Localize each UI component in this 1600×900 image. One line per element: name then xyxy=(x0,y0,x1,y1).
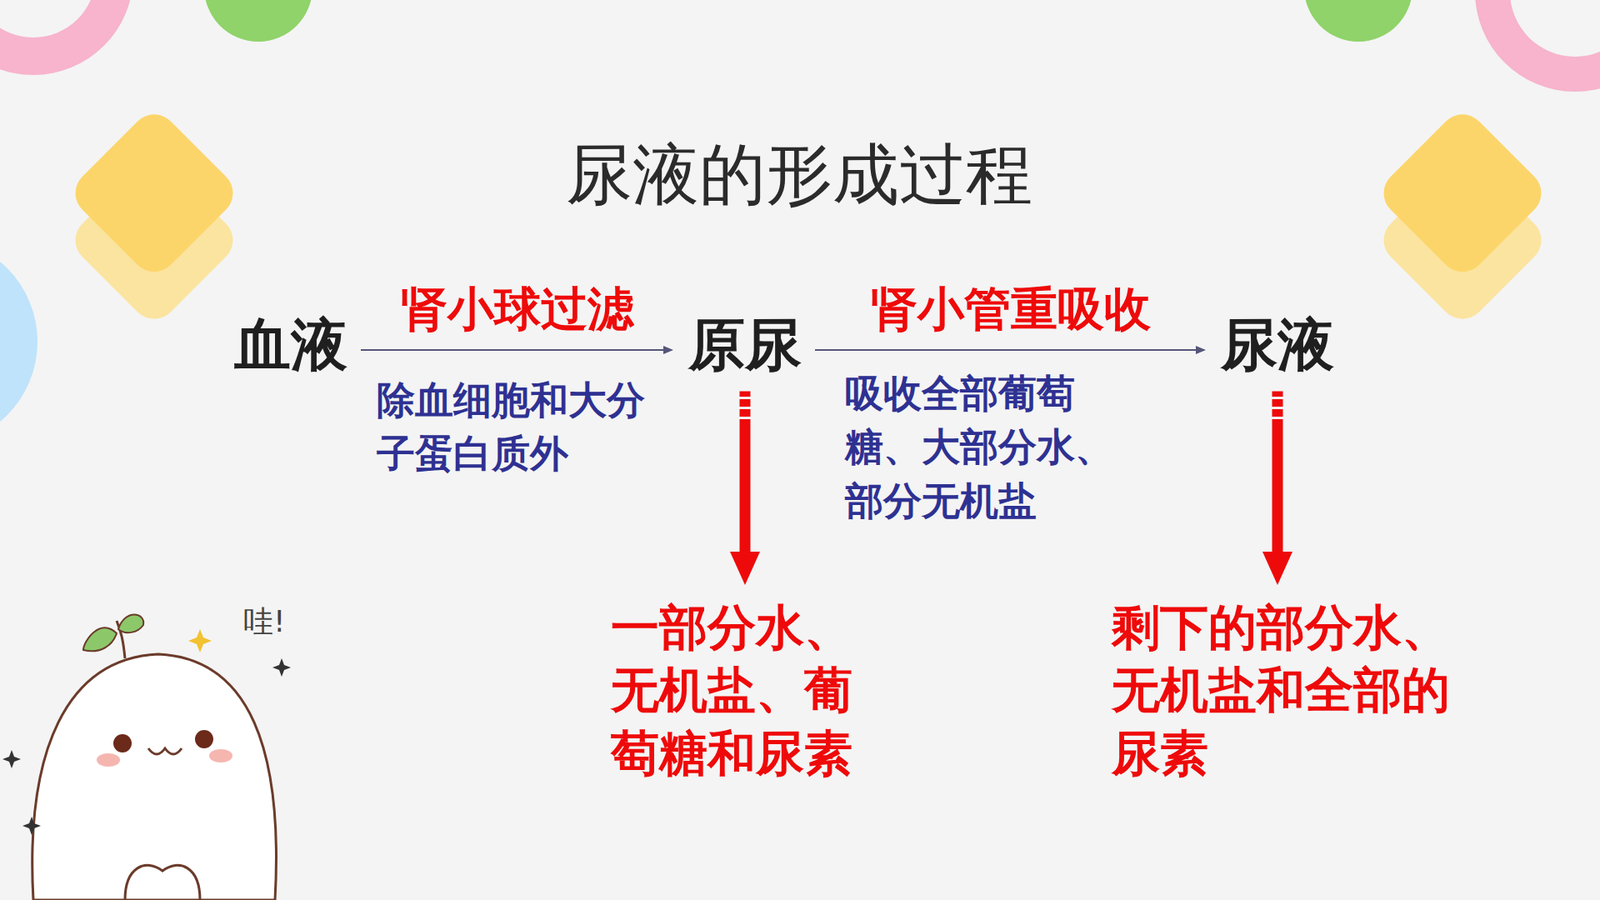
process-arrow xyxy=(815,345,1206,355)
arrow-stripe xyxy=(1270,396,1285,400)
node-text: 原尿 xyxy=(688,307,802,384)
arrowhead xyxy=(1195,345,1206,355)
pink-circle xyxy=(1475,0,1600,92)
node-text: 尿液 xyxy=(1220,307,1335,384)
green-circle xyxy=(1304,0,1413,42)
node-text: 血液 xyxy=(234,307,348,384)
ring-hole xyxy=(0,0,96,38)
yellow-square xyxy=(1350,105,1575,330)
process-note: 吸收全部葡萄糖、大部分水、部分无机盐 xyxy=(845,366,1129,528)
arrow-shaft xyxy=(360,349,665,351)
stage-node: 血液 xyxy=(229,304,353,387)
content-note: 剩下的部分水、无机盐和全部的尿素 xyxy=(1106,593,1460,789)
arrow-shaft xyxy=(815,349,1198,351)
process-arrow xyxy=(360,345,674,355)
output-arrow xyxy=(730,391,760,586)
process-note: 除血细胞和大分子蛋白质外 xyxy=(376,373,652,481)
process-label: 肾小管重吸收 xyxy=(867,278,1155,342)
arrow-stripe xyxy=(1270,416,1285,420)
content-note: 一部分水、无机盐、葡萄糖和尿素 xyxy=(598,593,865,789)
yellow-square xyxy=(42,105,267,330)
cartoon-character xyxy=(2,615,291,900)
node-text: 剩下的部分水、无机盐和全部的尿素 xyxy=(1111,596,1455,785)
stage-node: 原尿 xyxy=(683,304,807,387)
arrowhead xyxy=(663,345,674,355)
node-text: 一部分水、无机盐、葡萄糖和尿素 xyxy=(603,596,860,785)
blue-circle xyxy=(0,237,38,446)
output-arrow xyxy=(1262,391,1293,586)
arrow-stripe xyxy=(737,396,753,400)
exclamation: 哇! xyxy=(243,601,285,643)
arrowhead xyxy=(730,551,760,585)
arrow-stripe xyxy=(1270,406,1285,410)
arrow-shaft xyxy=(740,391,751,560)
pink-circle xyxy=(0,0,134,75)
arrow-stripe xyxy=(737,416,753,420)
green-circle xyxy=(204,0,313,42)
slide-title: 尿液的形成过程 xyxy=(565,130,1033,221)
arrowhead xyxy=(1262,551,1293,585)
process-label: 肾小球过滤 xyxy=(397,278,638,342)
arrow-stripe xyxy=(737,406,753,410)
arrow-shaft xyxy=(1272,391,1284,560)
stage-node: 尿液 xyxy=(1215,304,1340,387)
ring-hole xyxy=(1510,0,1600,57)
